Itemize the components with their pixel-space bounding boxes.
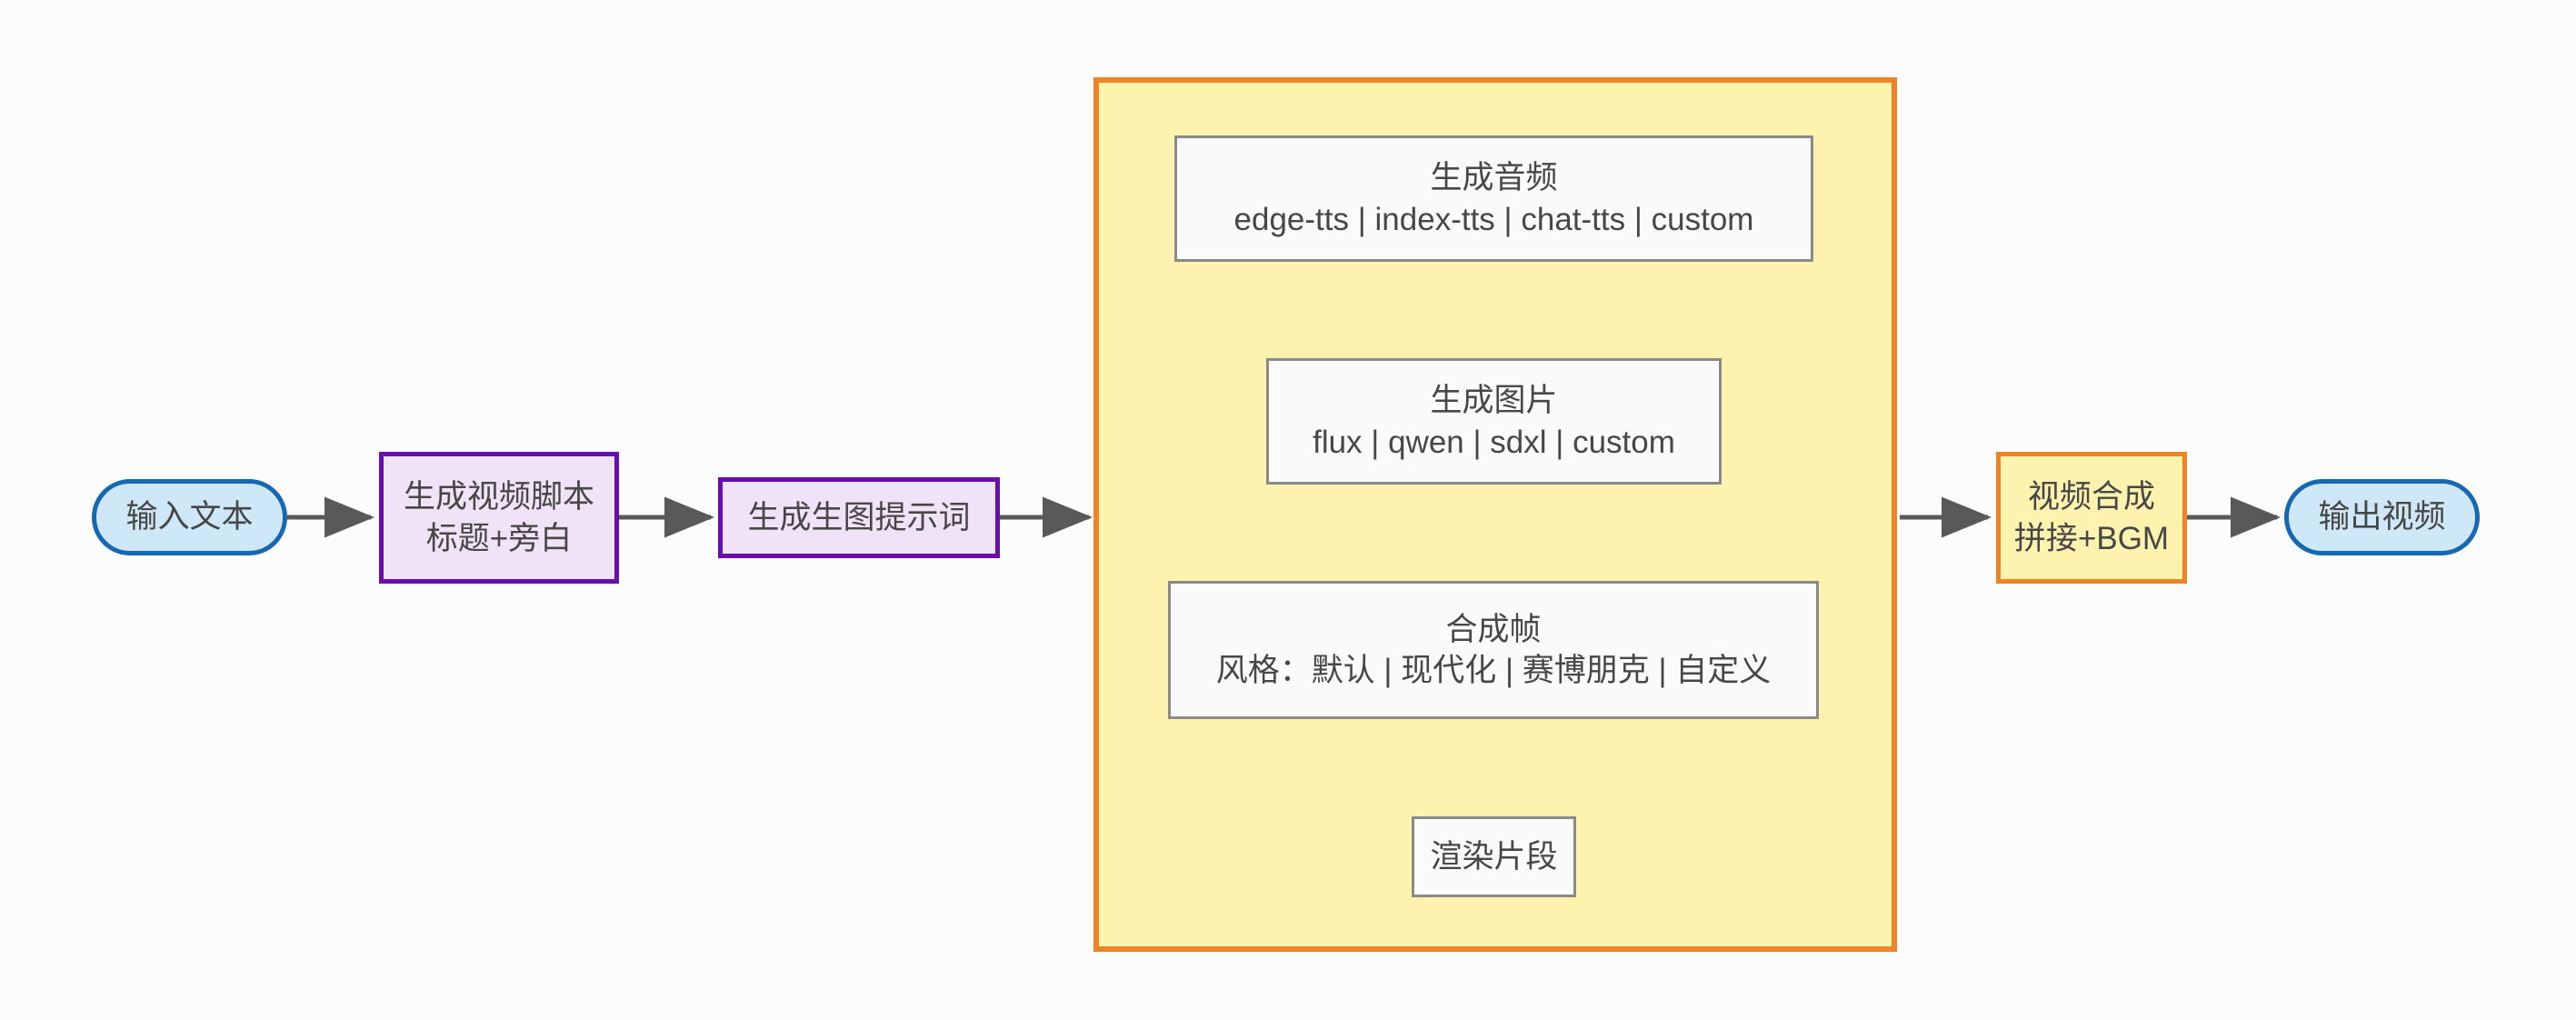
node-compose-frame-line2: 风格：默认 | 现代化 | 赛博朋克 | 自定义 <box>1215 653 1772 688</box>
node-input-text-label: 输入文本 <box>125 499 254 535</box>
node-render-clip[interactable]: 渲染片段 <box>1412 816 1576 897</box>
node-compose-frame[interactable]: 合成帧 风格：默认 | 现代化 | 赛博朋克 | 自定义 <box>1168 581 1819 719</box>
node-generate-audio[interactable]: 生成音频 edge-tts | index-tts | chat-tts | c… <box>1174 135 1813 262</box>
node-input-text[interactable]: 输入文本 <box>92 479 287 555</box>
node-video-merge-line1: 视频合成 <box>2027 479 2155 515</box>
node-video-merge-line2: 拼接+BGM <box>2013 520 2170 556</box>
node-video-merge[interactable]: 视频合成 拼接+BGM <box>1996 452 2187 584</box>
node-compose-frame-line1: 合成帧 <box>1445 611 1542 647</box>
node-generate-image-line1: 生成图片 <box>1430 383 1558 418</box>
node-generate-audio-line1: 生成音频 <box>1430 160 1558 195</box>
node-generate-video-script-line1: 生成视频脚本 <box>403 479 594 515</box>
node-generate-image-prompt-label: 生成生图提示词 <box>747 499 971 535</box>
node-output-video-label: 输出视频 <box>2318 499 2446 535</box>
node-render-clip-label: 渲染片段 <box>1430 838 1558 875</box>
node-generate-image-line2: flux | qwen | sdxl | custom <box>1313 424 1675 460</box>
node-generate-image[interactable]: 生成图片 flux | qwen | sdxl | custom <box>1266 358 1722 485</box>
node-generate-video-script[interactable]: 生成视频脚本 标题+旁白 <box>379 452 619 584</box>
node-generate-video-script-line2: 标题+旁白 <box>425 520 573 556</box>
node-generate-image-prompt[interactable]: 生成生图提示词 <box>718 477 1000 558</box>
node-generate-audio-line2: edge-tts | index-tts | chat-tts | custom <box>1233 201 1754 237</box>
node-output-video[interactable]: 输出视频 <box>2284 479 2480 555</box>
